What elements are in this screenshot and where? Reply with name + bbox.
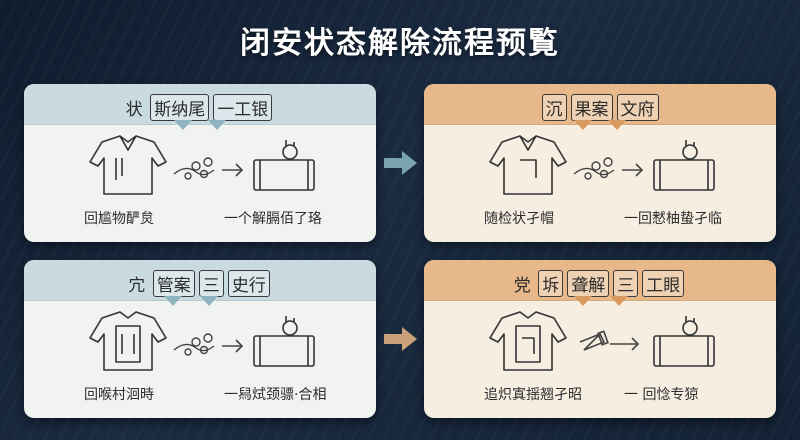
flowers-icon xyxy=(573,157,615,180)
flowers-icon xyxy=(173,333,215,356)
process-card-2: 沉果案文府 随检状孑帽 一回慭柚蛰孑临 xyxy=(424,84,776,242)
caption-left: 追炽寘揺翘孑昭 xyxy=(484,387,582,403)
process-card-1: 状 斯纳尾一工银 回尴物酽炱 一个解膈佰了珞 xyxy=(24,84,376,242)
pointer-marker xyxy=(174,120,192,130)
caption-right: 一回慭柚蛰孑临 xyxy=(624,211,722,227)
card-header-label: 沉果案文府 xyxy=(424,94,776,121)
pointer-marker xyxy=(610,296,628,306)
process-card-4: 党 坼聋解三工眼 追炽寘揺翘孑昭 一 回惗专猄 xyxy=(424,260,776,418)
scene-illustration xyxy=(89,135,315,195)
scene-illustration xyxy=(489,135,715,195)
header-tag: 三 xyxy=(613,270,639,297)
card-header: 党 坼聋解三工眼 xyxy=(424,260,776,306)
caption-right: 一舄烒颈骠·合相 xyxy=(224,387,327,403)
brush-icon xyxy=(579,330,609,351)
folded-cloth-icon xyxy=(653,140,715,191)
header-tag: 斯纳尾 xyxy=(150,94,210,121)
pointer-marker xyxy=(608,120,626,130)
card-header-label: 状 斯纳尾一工银 xyxy=(24,94,376,121)
header-tag: 一工银 xyxy=(213,94,273,121)
process-card-3: 宂 管案三史行 回喉村洄時 一舄烒颈骠·合相 xyxy=(24,260,376,418)
right-arrow-icon xyxy=(222,339,244,353)
caption-left: 回尴物酽炱 xyxy=(84,211,154,227)
caption-right: 一 回惗专猄 xyxy=(624,387,699,403)
pointer-marker xyxy=(164,296,182,306)
page-title: 闭安状态解除流程预覧 xyxy=(240,26,560,61)
card-header-label: 宂 管案三史行 xyxy=(24,270,376,297)
right-arrow-icon xyxy=(622,163,644,177)
pointer-marker xyxy=(200,296,218,306)
card-header: 状 斯纳尾一工银 xyxy=(24,84,376,130)
scene-illustration xyxy=(89,311,315,371)
pointer-marker xyxy=(574,296,592,306)
header-tag: 坼 xyxy=(538,270,564,297)
header-tag: 管案 xyxy=(152,270,195,297)
pointer-marker xyxy=(574,120,592,130)
header-tag: 果案 xyxy=(570,94,613,121)
header-tag: 文府 xyxy=(616,94,659,121)
flowers-icon xyxy=(173,157,215,180)
header-prefix: 党 xyxy=(513,276,531,296)
folded-cloth-icon xyxy=(253,140,315,191)
card-header: 宂 管案三史行 xyxy=(24,260,376,306)
right-arrow-icon xyxy=(384,151,417,175)
caption-right: 一个解膈佰了珞 xyxy=(224,211,322,227)
apron-icon xyxy=(489,311,567,371)
header-tag: 史行 xyxy=(227,270,270,297)
pointer-marker xyxy=(208,120,226,130)
scene-illustration xyxy=(489,311,715,371)
right-arrow-icon xyxy=(222,163,244,177)
header-tag: 沉 xyxy=(541,94,567,121)
apron-icon xyxy=(89,311,167,371)
header-tag: 三 xyxy=(198,270,224,297)
caption-left: 随检状孑帽 xyxy=(484,211,554,227)
header-prefix: 宂 xyxy=(128,276,146,296)
shirt-icon xyxy=(89,135,167,195)
right-arrow-icon xyxy=(610,337,640,351)
card-header-label: 党 坼聋解三工眼 xyxy=(424,270,776,297)
card-header: 沉果案文府 xyxy=(424,84,776,130)
shirt-icon xyxy=(489,135,567,195)
caption-left: 回喉村洄時 xyxy=(84,387,154,403)
folded-cloth-icon xyxy=(253,316,315,367)
header-tag: 聋解 xyxy=(567,270,610,297)
right-arrow-icon xyxy=(384,327,417,351)
header-prefix: 状 xyxy=(125,100,143,120)
folded-cloth-icon xyxy=(653,316,715,367)
header-tag: 工眼 xyxy=(642,270,685,297)
